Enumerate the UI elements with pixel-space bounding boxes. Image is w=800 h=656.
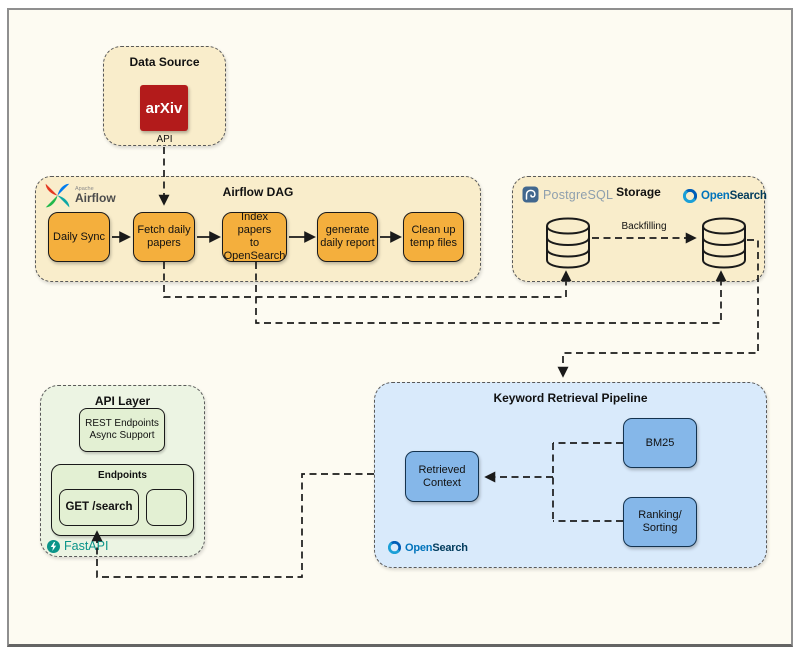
api-layer-title: API Layer	[94, 394, 151, 408]
node-fetch-daily-papers: Fetch daily papers	[133, 212, 195, 262]
node-bm25: BM25	[623, 418, 697, 468]
opensearch-database-icon	[702, 217, 746, 269]
fastapi-logo-text: FastAPI	[64, 539, 109, 553]
storage-title: Storage	[616, 185, 661, 199]
node-retrieved-context: Retrieved Context	[405, 451, 479, 502]
node-generate-report: generate daily report	[317, 212, 378, 262]
opensearch-logo-text: OpenSearch	[701, 190, 767, 202]
node-ranking-sorting: Ranking/ Sorting	[623, 497, 697, 547]
endpoints-box: Endpoints GET /search	[51, 464, 194, 536]
node-clean-up: Clean up temp files	[403, 212, 464, 262]
opensearch-swirl-icon	[388, 541, 401, 554]
postgres-database-icon	[546, 217, 590, 269]
postgresql-logo: PostgreSQL	[522, 186, 613, 203]
api-layer-group: API Layer REST Endpoints Async Support E…	[40, 385, 205, 557]
airflow-dag-title: Airflow DAG	[222, 185, 294, 199]
airflow-logo-text: Apache Airflow	[75, 185, 116, 206]
postgresql-logo-text: PostgreSQL	[543, 187, 614, 202]
get-search-box: GET /search	[59, 489, 139, 526]
arxiv-logo: arXiv	[140, 85, 188, 131]
backfilling-label: Backfilling	[621, 221, 667, 232]
opensearch-logo-text: OpenSearch	[405, 541, 468, 554]
airflow-logo: Apache Airflow	[44, 182, 116, 209]
node-index-papers: Index papers to OpenSearch	[222, 211, 287, 262]
api-label: API	[156, 134, 173, 145]
endpoints-title: Endpoints	[98, 470, 147, 481]
postgresql-elephant-icon	[522, 186, 539, 203]
pipeline-group: Keyword Retrieval Pipeline OpenSearch	[374, 382, 767, 568]
node-daily-sync: Daily Sync	[48, 212, 110, 262]
pipeline-title: Keyword Retrieval Pipeline	[493, 391, 648, 405]
fastapi-bolt-icon	[47, 539, 60, 553]
opensearch-logo-pipeline: OpenSearch	[388, 541, 468, 554]
rest-endpoints-box: REST Endpoints Async Support	[79, 408, 165, 452]
airflow-pinwheel-icon	[45, 183, 70, 208]
opensearch-swirl-icon	[683, 189, 697, 203]
opensearch-logo-storage: OpenSearch	[683, 189, 767, 203]
data-source-title: Data Source	[129, 55, 200, 69]
fastapi-logo: FastAPI	[47, 539, 108, 553]
empty-endpoint-box	[146, 489, 187, 526]
data-source-group: Data Source arXiv API	[103, 46, 226, 146]
